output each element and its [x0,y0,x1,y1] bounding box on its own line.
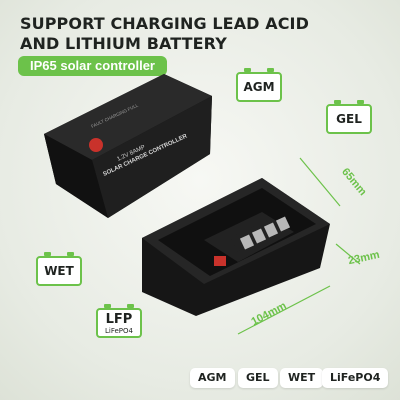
logo-icon [89,138,103,152]
controller-base [142,178,330,316]
terminal-block [239,216,291,250]
battery-wet: WET [36,252,82,286]
chip-agm: AGM [190,368,235,388]
fuse-block [214,256,226,266]
battery-lfp: LFP LiFePO4 [96,304,142,338]
chip-wet: WET [280,368,324,388]
headline-line-2: AND LITHIUM BATTERY [20,34,227,53]
battery-gel: GEL [326,100,372,134]
chip-gel: GEL [238,368,278,388]
battery-agm: AGM [236,68,282,102]
ip65-tag: IP65 solar controller [18,56,167,76]
headline-line-1: SUPPORT CHARGING LEAD ACID [20,14,309,33]
dimension-lines [237,157,361,335]
battery-lfp-sub: LiFePO4 [105,327,133,335]
chip-lifepo4: LiFePO4 [322,368,389,388]
battery-lfp-label: LFP [105,312,133,327]
headline: SUPPORT CHARGING LEAD ACID AND LITHIUM B… [20,14,309,54]
controller-lid: 1.2V 8AMP SOLAR CHARGE CONTROLLER FAULT … [44,74,212,218]
